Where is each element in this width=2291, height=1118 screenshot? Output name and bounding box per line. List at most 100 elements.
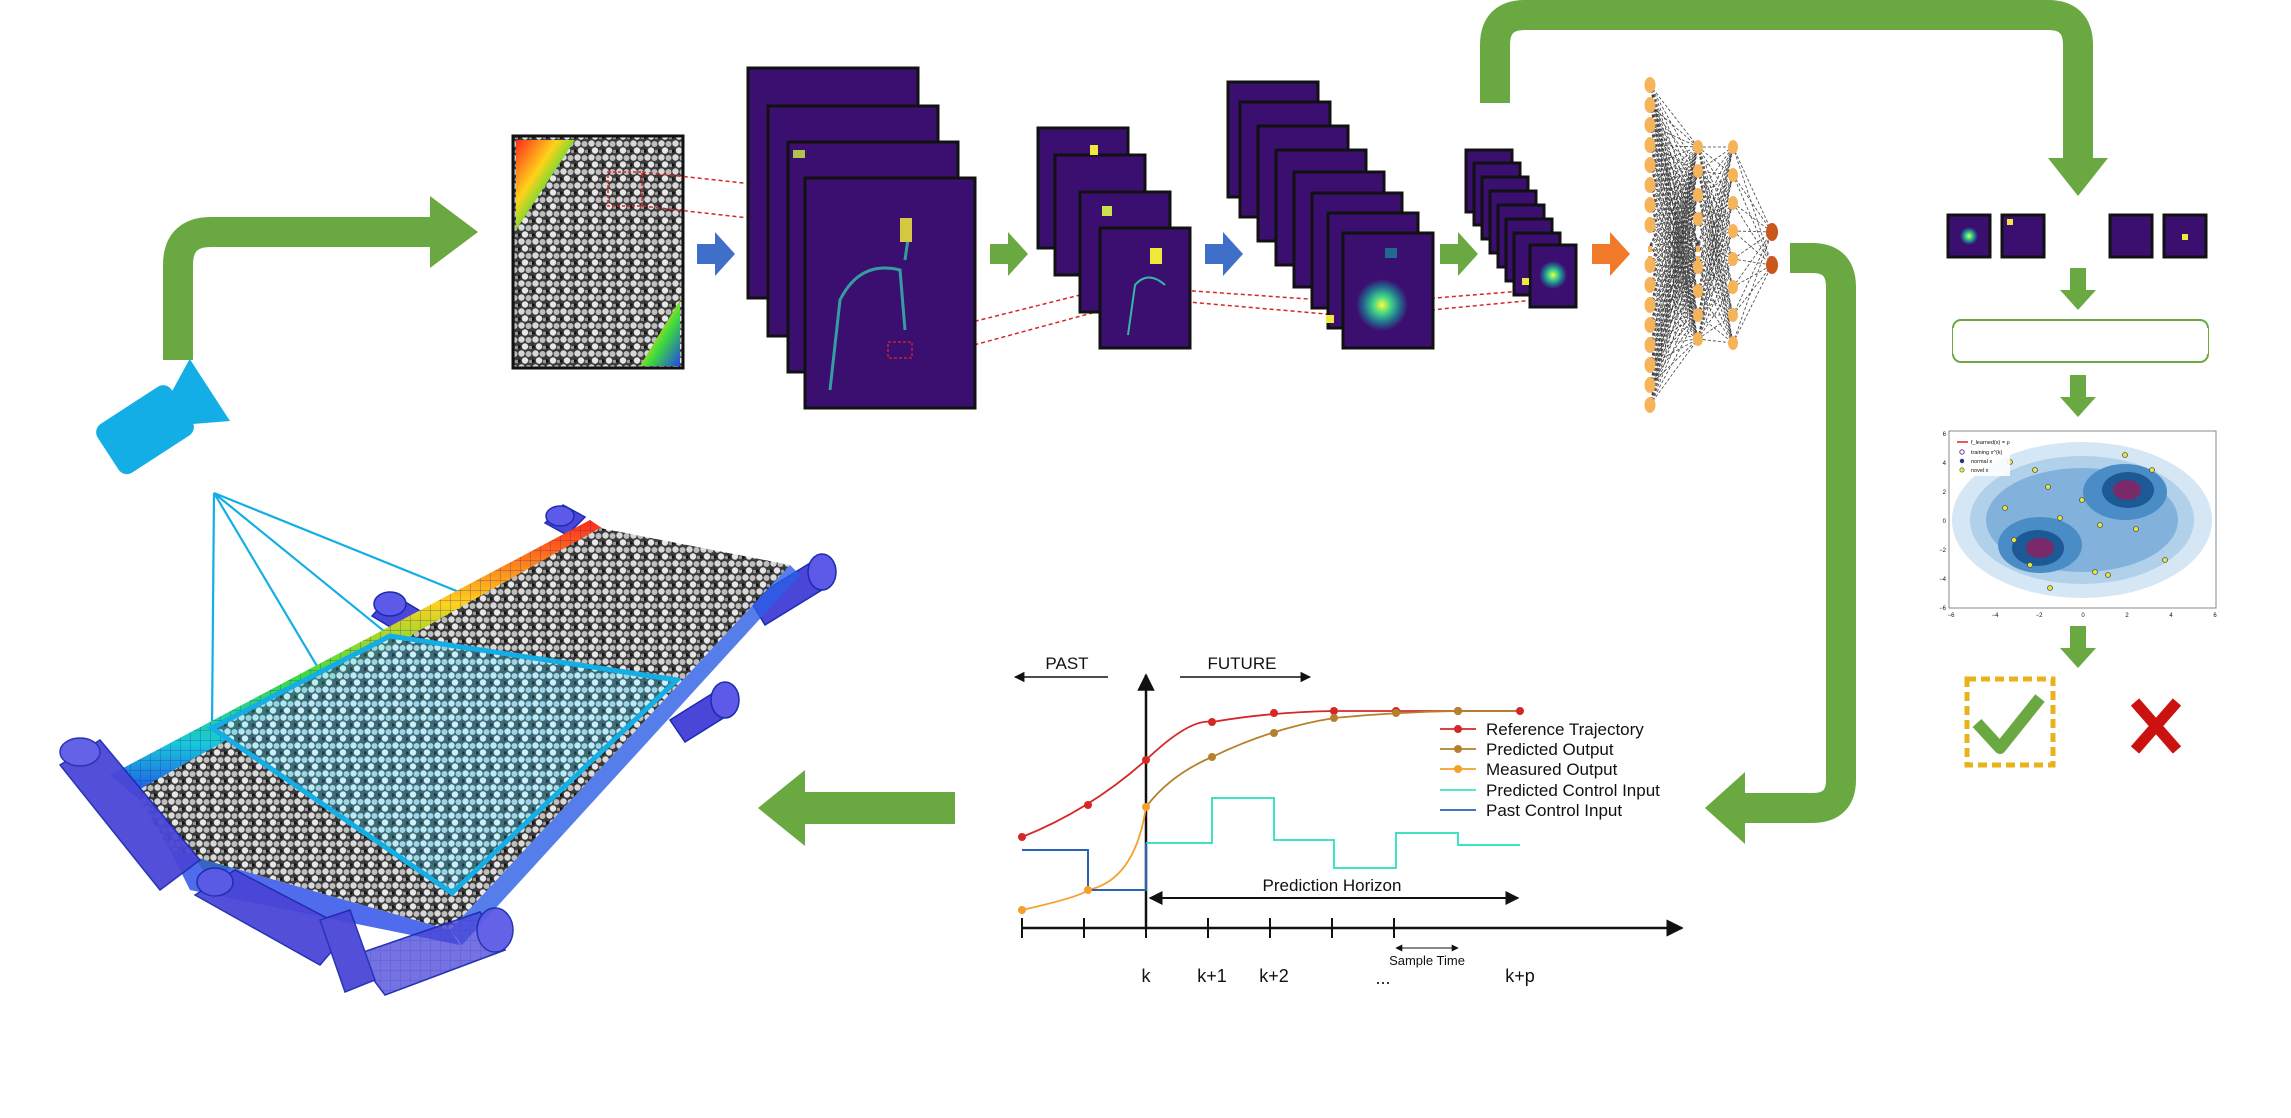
future-label: FUTURE <box>1208 654 1277 673</box>
mpc-legend: Reference Trajectory Predicted Output Me… <box>1440 720 1660 820</box>
conv-arrows <box>697 232 1630 276</box>
accept-box <box>1964 676 2056 768</box>
sample-time-label: Sample Time <box>1389 953 1465 968</box>
measured-point <box>1084 886 1092 894</box>
legend-predicted-output: Predicted Output <box>1486 740 1614 759</box>
neuron <box>1693 332 1703 346</box>
neuron <box>1728 280 1738 294</box>
arrow-fc-to-mpc <box>1740 243 1856 823</box>
density-x-tick: 2 <box>2125 613 2129 619</box>
predicted-point <box>1330 714 1338 722</box>
density-y-tick: 4 <box>1943 461 1947 467</box>
reference-point <box>1084 801 1092 809</box>
neuron <box>1728 308 1738 322</box>
predicted-control-curve <box>1146 797 1520 869</box>
neuron <box>1644 317 1656 333</box>
density-y-tick: −2 <box>1939 548 1947 554</box>
measured-point <box>1018 906 1026 914</box>
output-neuron <box>1766 256 1778 274</box>
density-y-tick: 0 <box>1943 519 1947 525</box>
output-neuron <box>1766 223 1778 241</box>
neuron <box>1644 397 1656 413</box>
neuron <box>1644 377 1656 393</box>
neuron <box>1644 257 1656 273</box>
density-x-tick: 6 <box>2213 613 2217 619</box>
density-x-tick: −2 <box>2036 613 2044 619</box>
neuron <box>1693 308 1703 322</box>
neuron <box>1644 177 1656 193</box>
past-control-curve <box>1022 843 1147 891</box>
neuron <box>1728 140 1738 154</box>
neuron-ellipsis <box>1648 266 1652 272</box>
neuron <box>1644 117 1656 133</box>
legend-measured-output: Measured Output <box>1486 760 1618 779</box>
reference-trajectory-curve <box>1021 710 1520 838</box>
density-legend-novel: novel x <box>1971 468 1989 474</box>
neuron <box>1693 188 1703 202</box>
neuron <box>1728 224 1738 238</box>
fully-connected-network <box>1644 77 1778 413</box>
field-of-view <box>212 636 677 893</box>
arrow-mpc-to-plant <box>758 770 955 846</box>
neuron <box>1644 97 1656 113</box>
density-legend-curve: f_learned(x) = ρ <box>1971 440 2010 446</box>
density-x-tick: 4 <box>2169 613 2173 619</box>
density-x-tick: −4 <box>1992 613 2000 619</box>
neuron <box>1728 168 1738 182</box>
predicted-point <box>1270 729 1278 737</box>
check-icon <box>1972 694 2045 754</box>
neuron <box>1728 336 1738 350</box>
anomaly-branch: f_learned(x) = ρ training x^(k) normal x… <box>1939 213 2217 768</box>
reference-point <box>1018 833 1026 841</box>
reference-point <box>1270 709 1278 717</box>
rollers <box>370 504 837 744</box>
neuron-ellipsis <box>1648 256 1652 262</box>
neuron <box>1644 137 1656 153</box>
neuron-ellipsis <box>1696 246 1700 252</box>
density-legend-training: training x^(k) <box>1971 450 2002 456</box>
reference-point <box>1330 707 1338 715</box>
flow-arrowheads <box>430 158 2108 846</box>
neuron-ellipsis <box>1696 266 1700 272</box>
legend-predicted-control: Predicted Control Input <box>1486 781 1660 800</box>
neuron <box>1644 357 1656 373</box>
arrow-camera-to-image <box>163 217 435 360</box>
density-y-tick: 6 <box>1943 432 1947 438</box>
flow-arrows <box>163 0 2093 823</box>
neuron <box>1644 297 1656 313</box>
density-legend-normal: normal x <box>1971 459 1992 465</box>
predicted-point <box>1392 709 1400 717</box>
reference-point <box>1208 718 1216 726</box>
neuron <box>1693 212 1703 226</box>
tick-label-k1: k+1 <box>1197 966 1227 986</box>
tick-label-k2: k+2 <box>1259 966 1289 986</box>
neuron <box>1693 284 1703 298</box>
neuron <box>1728 252 1738 266</box>
neuron <box>1644 217 1656 233</box>
neuron <box>1644 197 1656 213</box>
mpc-diagram: PAST FUTURE Prediction Horizon Sample Ti… <box>1013 654 1684 988</box>
density-y-tick: −4 <box>1939 577 1947 583</box>
reference-point <box>1142 756 1150 764</box>
cross-icon <box>2130 698 2182 754</box>
feature-maps-conv1 <box>746 66 977 410</box>
predicted-point <box>1208 753 1216 761</box>
conveyor-model <box>58 504 837 996</box>
density-plot: f_learned(x) = ρ training x^(k) normal x… <box>1939 430 2217 619</box>
density-x-tick: 0 <box>2081 613 2085 619</box>
neuron-ellipsis <box>1648 246 1652 252</box>
tick-label-ellipsis: ... <box>1375 968 1390 988</box>
input-image <box>511 134 685 370</box>
reference-point <box>1516 707 1524 715</box>
density-y-tick: 2 <box>1943 490 1947 496</box>
neuron <box>1644 77 1656 93</box>
predicted-point <box>1454 707 1462 715</box>
neuron <box>1644 337 1656 353</box>
legend-reference: Reference Trajectory <box>1486 720 1644 739</box>
neuron <box>1693 140 1703 154</box>
arrow-cnn-to-anomaly <box>1480 0 2093 160</box>
density-y-tick: −6 <box>1939 606 1947 612</box>
past-label: PAST <box>1045 654 1088 673</box>
neuron <box>1644 157 1656 173</box>
